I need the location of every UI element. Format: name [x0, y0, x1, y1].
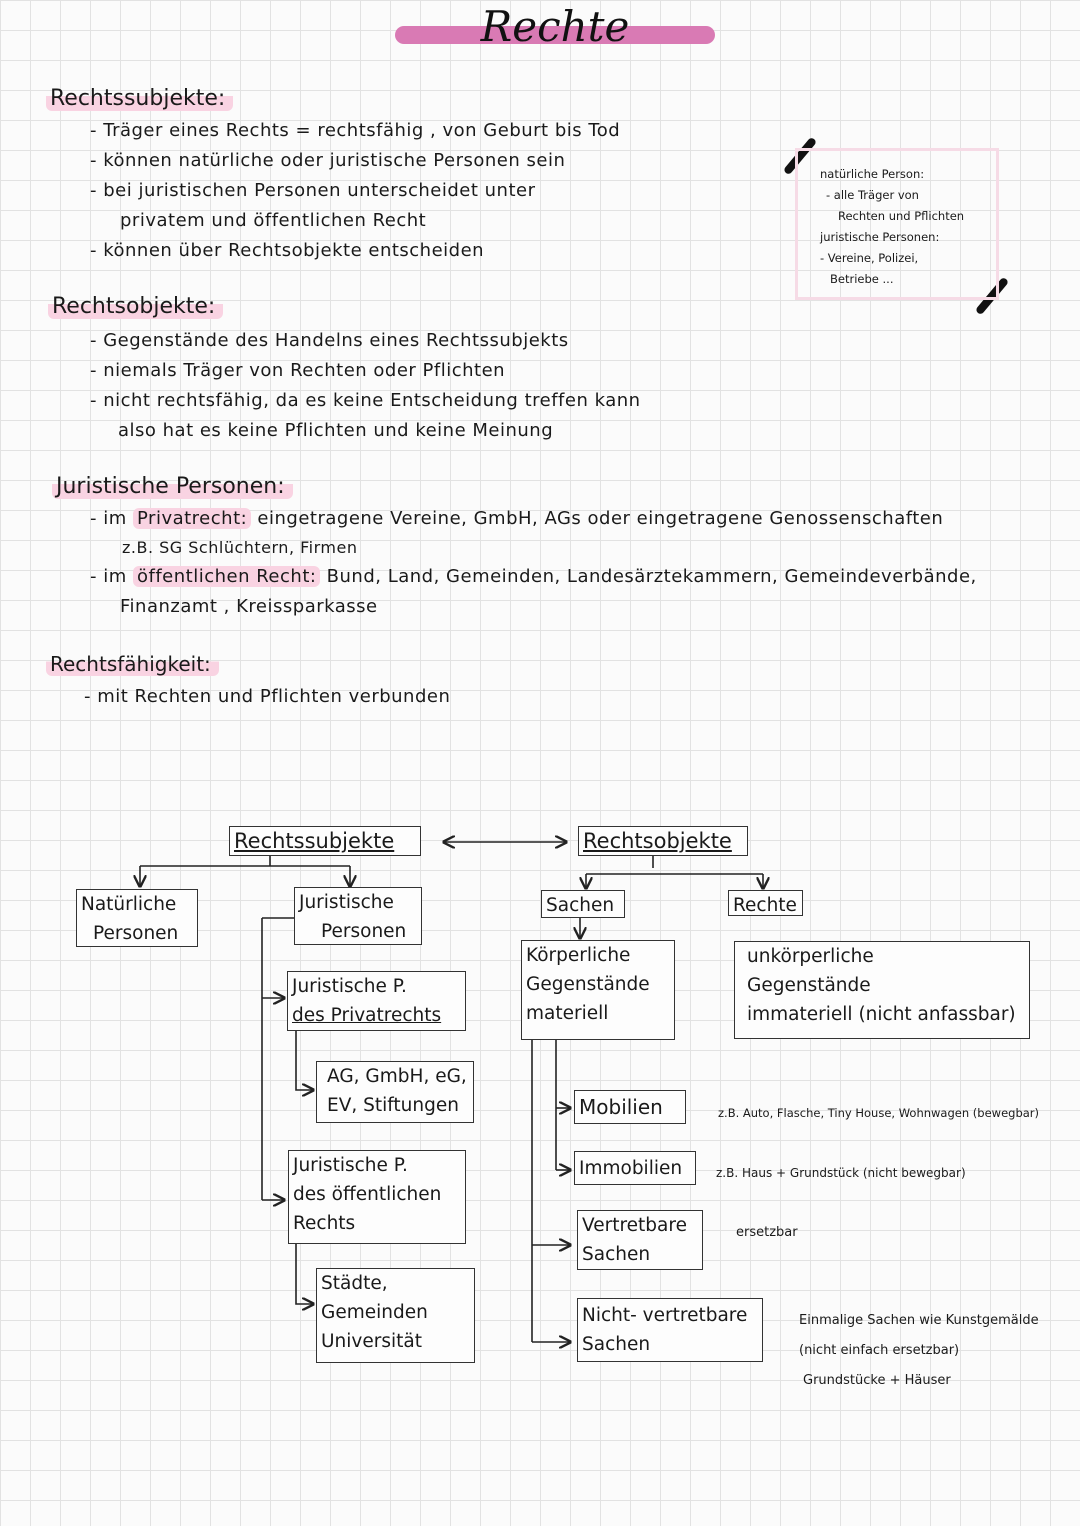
unkoerperlich-line-2: Gegenstände [747, 975, 871, 996]
privat-examples-line-2: EV, Stiftungen [327, 1095, 459, 1116]
box-natuerliche-personen: Natürliche Personen [76, 889, 198, 947]
box-rechtsobjekte: Rechtsobjekte [578, 826, 748, 856]
box-jp-oeffentlich: Juristische P. des öffentlichen Rechts [288, 1150, 466, 1244]
sticky-line-5: - Vereine, Polizei, [820, 251, 919, 265]
nicht-vertretbar-line-1: Nicht- vertretbare [582, 1305, 748, 1326]
box-rechte: Rechte [728, 890, 803, 916]
oeff-examples-line-2: Gemeinden [321, 1302, 428, 1323]
objekte-line-1: - Gegenstände des Handelns eines Rechtss… [90, 330, 569, 351]
sticky-line-4: juristische Personen: [820, 230, 940, 244]
objekte-line-3: - nicht rechtsfähig, da es keine Entsche… [90, 390, 641, 411]
box-mobilien: Mobilien [574, 1090, 686, 1124]
privat-examples-line-1: AG, GmbH, eG, [327, 1066, 467, 1087]
nicht-vertretbar-note-1: Einmalige Sachen wie Kunstgemälde [799, 1313, 1039, 1328]
box-oeff-examples: Städte, Gemeinden Universität [316, 1268, 475, 1363]
box-rechtssubjekte: Rechtssubjekte [229, 826, 421, 856]
vertretbar-line-1: Vertretbare [582, 1215, 687, 1236]
nicht-vertretbar-line-2: Sachen [582, 1334, 651, 1355]
jp-oeff-line-3: Rechts [293, 1213, 356, 1234]
oeffentlich-line-2: Finanzamt , Kreissparkasse [120, 596, 378, 617]
vertretbar-line-2: Sachen [582, 1244, 651, 1265]
natuerliche-line-2: Personen [93, 923, 179, 944]
box-sachen: Sachen [541, 890, 625, 918]
koerperlich-line-2: Gegenstände [526, 974, 650, 995]
immobilien-note: z.B. Haus + Grundstück (nicht bewegbar) [716, 1166, 966, 1180]
objekte-line-2: - niemals Träger von Rechten oder Pflich… [90, 360, 506, 381]
natuerliche-line-1: Natürliche [81, 894, 177, 915]
sticky-line-1: natürliche Person: [820, 167, 925, 181]
koerperlich-line-1: Körperliche [526, 945, 631, 966]
heading-juristische-personen: Juristische Personen: [52, 474, 293, 499]
sticky-line-3: Rechten und Pflichten [838, 209, 965, 223]
oeffentlich-prefix: - im [90, 566, 127, 587]
vertretbar-note: ersetzbar [736, 1225, 798, 1240]
privatrecht-example: z.B. SG Schlüchtern, Firmen [122, 538, 358, 557]
box-koerperliche-gegenstaende: Körperliche Gegenstände materiell [521, 940, 675, 1040]
privatrecht-prefix: - im [90, 508, 127, 529]
sticky-note: natürliche Person: - alle Träger von Rec… [795, 148, 999, 300]
oeff-examples-line-3: Universität [321, 1331, 422, 1352]
heading-rechtsfaehigkeit: Rechtsfähigkeit: [46, 652, 219, 676]
juristische-line-2: Personen [321, 921, 407, 942]
jp-privat-line-1: Juristische P. [292, 976, 407, 997]
privatrecht-line: - im Privatrecht: eingetragene Vereine, … [90, 508, 943, 529]
heading-rechtsobjekte: Rechtsobjekte: [48, 294, 224, 319]
sticky-line-2: - alle Träger von [826, 188, 919, 202]
oeff-examples-line-1: Städte, [321, 1273, 388, 1294]
subjekte-line-4: privatem und öffentlichen Recht [120, 210, 427, 231]
box-privat-examples: AG, GmbH, eG, EV, Stiftungen [316, 1061, 474, 1123]
unkoerperlich-line-3: immateriell (nicht anfassbar) [747, 1004, 1016, 1025]
mobilien-note: z.B. Auto, Flasche, Tiny House, Wohnwage… [718, 1106, 1040, 1120]
jp-privat-line-2: des Privatrechts [292, 1005, 442, 1026]
koerperlich-line-3: materiell [526, 1003, 609, 1024]
sticky-line-6: Betriebe ... [830, 272, 894, 286]
faehigkeit-line-1: - mit Rechten und Pflichten verbunden [84, 686, 451, 707]
title-highlight [395, 26, 715, 44]
jp-oeff-line-1: Juristische P. [293, 1155, 408, 1176]
box-unkoerperliche-gegenstaende: unkörperliche Gegenstände immateriell (n… [734, 941, 1030, 1039]
box-vertretbare-sachen: Vertretbare Sachen [577, 1210, 703, 1270]
oeffentlich-line: - im öffentlichen Recht: Bund, Land, Gem… [90, 566, 977, 587]
oeffentlich-text: Bund, Land, Gemeinden, Landesärztekammer… [326, 566, 977, 587]
box-nicht-vertretbare-sachen: Nicht- vertretbare Sachen [577, 1298, 763, 1362]
page-title: Rechte [480, 2, 630, 51]
subjekte-line-3: - bei juristischen Personen unterscheide… [90, 180, 536, 201]
nicht-vertretbar-note-3: Grundstücke + Häuser [803, 1373, 951, 1388]
box-juristische-personen: Juristische Personen [294, 887, 422, 945]
subjekte-line-1: - Träger eines Rechts = rechtsfähig , vo… [90, 120, 621, 141]
box-immobilien: Immobilien [574, 1151, 696, 1185]
nicht-vertretbar-note-2: (nicht einfach ersetzbar) [799, 1343, 960, 1358]
jp-oeff-line-2: des öffentlichen [293, 1184, 442, 1205]
unkoerperlich-line-1: unkörperliche [747, 946, 874, 967]
subjekte-line-5: - können über Rechtsobjekte entscheiden [90, 240, 485, 261]
juristische-line-1: Juristische [299, 892, 394, 913]
subjekte-line-2: - können natürliche oder juristische Per… [90, 150, 566, 171]
privatrecht-label: Privatrecht: [133, 508, 252, 529]
oeffentlich-label: öffentlichen Recht: [133, 566, 321, 587]
objekte-line-4: also hat es keine Pflichten und keine Me… [118, 420, 554, 441]
heading-rechtssubjekte: Rechtssubjekte: [46, 86, 234, 111]
privatrecht-text: eingetragene Vereine, GmbH, AGs oder ein… [257, 508, 944, 529]
box-jp-privatrecht: Juristische P. des Privatrechts [287, 971, 466, 1031]
